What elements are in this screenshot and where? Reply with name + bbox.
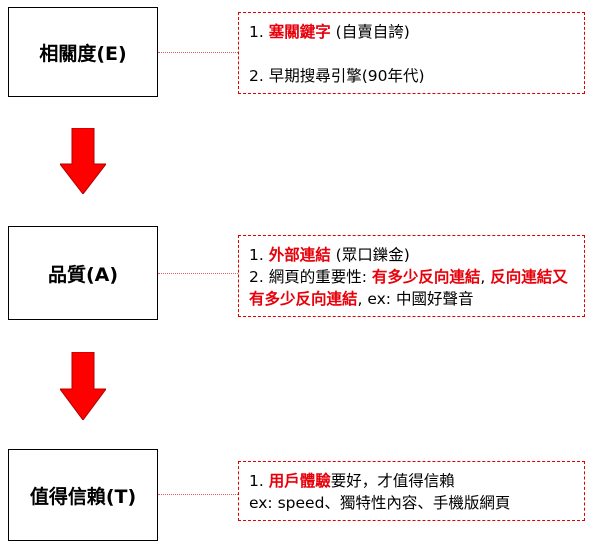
note-trust: 1. 用戶體驗要好，才值得信賴 ex: speed、獨特性內容、手機版網頁	[238, 461, 585, 521]
note-quality-line2: 2. 網頁的重要性: 有多少反向連結, 反向連結又有多少反向連結, ex: 中國…	[249, 266, 574, 310]
step-trust-box: 值得信賴(T)	[8, 449, 158, 541]
step-trust-label: 值得信賴(T)	[29, 485, 137, 508]
note-quality-l2-rest: , ex: 中國好聲音	[357, 290, 474, 308]
arrow-down-1-shape	[60, 128, 106, 194]
note-relevance-line1: 1. 塞關鍵字 (自賣自誇)	[249, 21, 574, 43]
note-trust-l1-prefix: 1.	[249, 472, 269, 490]
step-relevance-label: 相關度(E)	[39, 42, 127, 65]
note-quality-l2-prefix: 2. 網頁的重要性:	[249, 268, 372, 286]
arrow-down-1	[60, 128, 106, 194]
note-relevance-line2: 2. 早期搜尋引擎(90年代)	[249, 67, 425, 85]
step-relevance-box: 相關度(E)	[8, 7, 158, 97]
note-quality-keyword: 外部連結	[268, 246, 331, 264]
connector-trust	[158, 494, 238, 495]
arrow-down-2	[60, 352, 106, 420]
note-trust-l1-rest: 要好，才值得信賴	[330, 472, 455, 490]
note-trust-line2: ex: speed、獨特性內容、手機版網頁	[249, 494, 511, 512]
note-quality-highlight-2: 反向連結又有多少反向連結	[249, 268, 568, 308]
note-relevance-l1-rest: (自賣自誇)	[330, 23, 410, 41]
note-relevance: 1. 塞關鍵字 (自賣自誇) 2. 早期搜尋引擎(90年代)	[238, 12, 585, 94]
connector-quality	[158, 273, 238, 274]
connector-relevance	[158, 52, 238, 53]
note-relevance-keyword: 塞關鍵字	[268, 23, 331, 41]
step-quality-box: 品質(A)	[8, 226, 158, 320]
note-quality-l1-prefix: 1.	[249, 246, 269, 264]
note-trust-line1: 1. 用戶體驗要好，才值得信賴	[249, 470, 574, 492]
arrow-down-2-shape	[60, 352, 106, 420]
note-quality-highlight-1: 有多少反向連結	[371, 268, 481, 286]
note-trust-keyword: 用戶體驗	[268, 472, 331, 490]
note-quality: 1. 外部連結 (眾口鑠金) 2. 網頁的重要性: 有多少反向連結, 反向連結又…	[238, 235, 585, 317]
step-quality-label: 品質(A)	[47, 263, 119, 286]
note-quality-l2-sep: ,	[480, 268, 491, 286]
note-quality-l1-rest: (眾口鑠金)	[330, 246, 410, 264]
note-quality-line1: 1. 外部連結 (眾口鑠金)	[249, 244, 574, 266]
note-relevance-l1-prefix: 1.	[249, 23, 269, 41]
